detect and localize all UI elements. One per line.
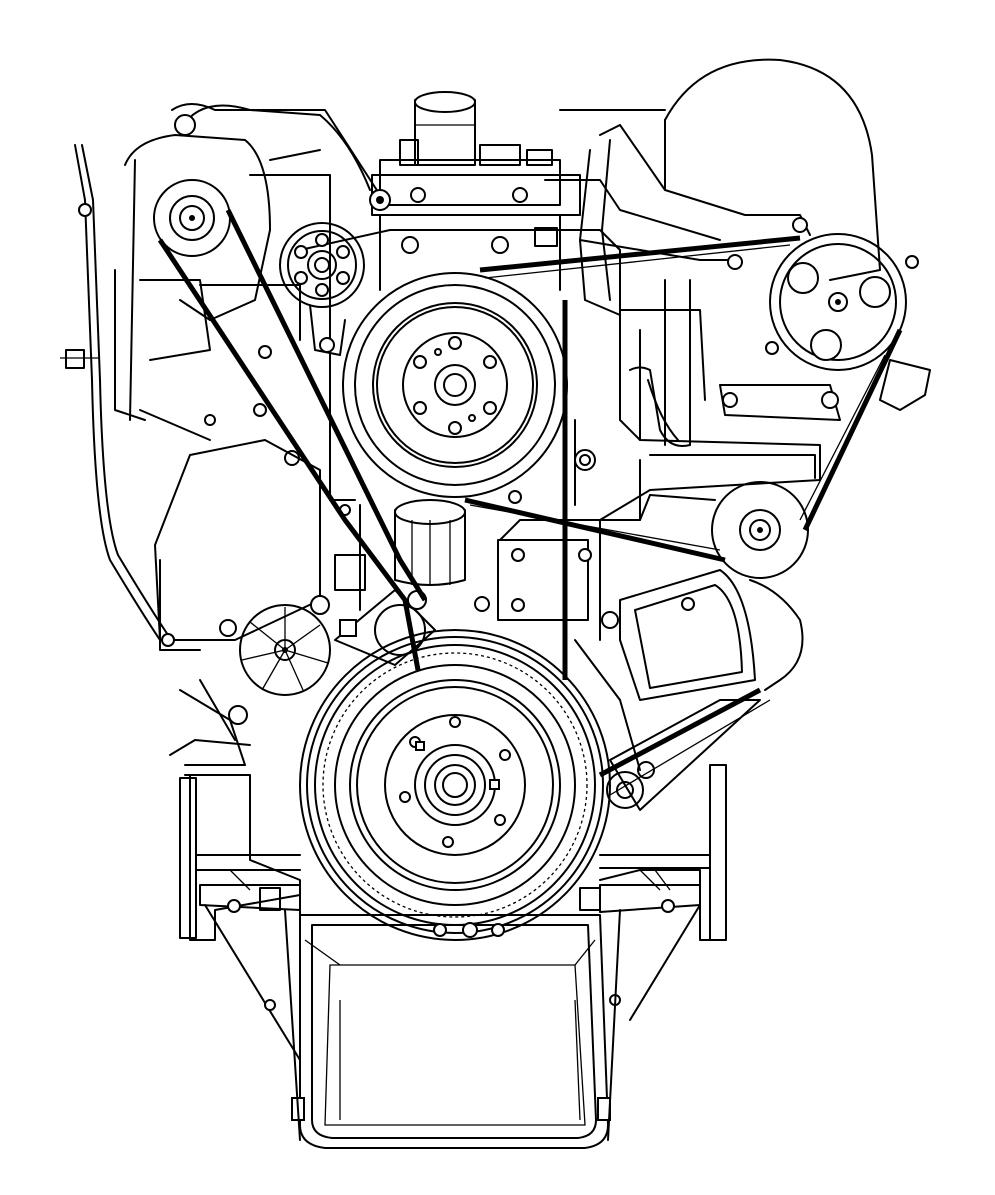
cylinder-head [371,91,721,291]
fan-hub [279,222,365,356]
ac-compressor-pulley [769,233,907,371]
front-cover-stem [394,499,466,586]
left-side-components [60,103,391,766]
lower-block [179,764,727,1141]
idler-left-lower [334,589,436,666]
right-side-components [574,58,931,471]
lower-right-tensioner [574,639,761,811]
crankshaft-damper [299,629,611,941]
left-impeller [239,604,331,696]
right-idler-pulley [601,481,809,779]
serpentine-belt [157,208,903,796]
water-pump-pulley [342,272,568,498]
oil-pan [291,914,611,1149]
